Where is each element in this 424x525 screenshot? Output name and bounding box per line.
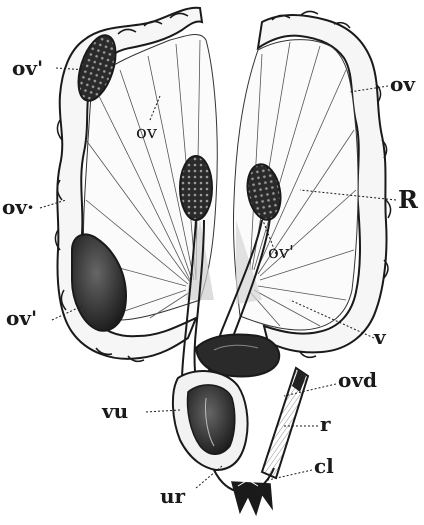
label-v: v bbox=[374, 327, 386, 347]
ovary-center-left bbox=[180, 156, 212, 220]
rectum bbox=[262, 368, 308, 478]
cloaca bbox=[214, 468, 274, 514]
label-ov-prime-center: ov' bbox=[268, 244, 294, 262]
label-ov-prime-bottom-left: ov' bbox=[6, 308, 37, 328]
label-R: R bbox=[398, 188, 418, 212]
label-ov-prime-top: ov' bbox=[12, 58, 43, 78]
label-ov-top-right: ov bbox=[390, 74, 415, 94]
label-ov-left: ov· bbox=[2, 197, 34, 217]
label-r: r bbox=[320, 414, 331, 434]
label-ur: ur bbox=[160, 486, 185, 506]
uterus bbox=[173, 371, 248, 470]
label-ovd: ovd bbox=[338, 370, 377, 390]
label-vu: vu bbox=[102, 401, 128, 421]
label-ov-center: ov bbox=[136, 124, 157, 142]
label-cl: cl bbox=[314, 456, 334, 476]
